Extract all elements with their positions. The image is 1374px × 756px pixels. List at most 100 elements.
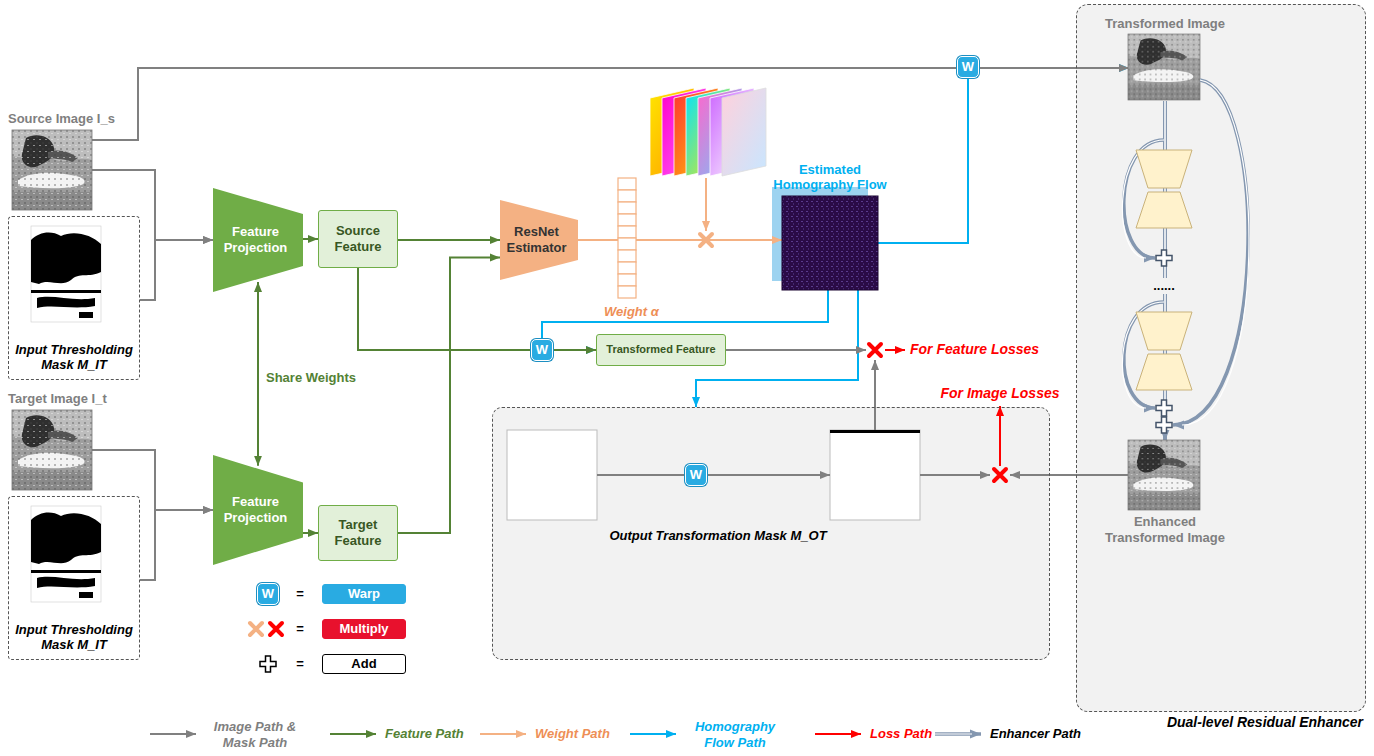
connector-line [303,532,318,534]
image-node: Transformed Image [1129,35,1201,101]
panel-ground [1076,4,1366,712]
weight-cell [618,202,636,214]
node-label: Source Feature [323,223,393,254]
label-holder: Enhanced Transformed Image [1100,514,1230,545]
legend-swatch: Multiply [322,619,406,639]
image-node: Target Image I_t [12,410,92,490]
mask-module-panel: Output Transformation Mask M_OT [492,407,1050,660]
multiply-symbol [270,623,282,635]
legend-line [815,733,861,735]
connector [92,68,1129,140]
feature-box: Target Feature [318,505,398,561]
label-text: W [536,342,548,358]
weight-cell [618,214,636,226]
weight-cell [618,286,636,298]
label-text: = [290,621,310,637]
edge-label: Share Weights [266,370,376,386]
legend-line [330,733,376,735]
add-symbol [1156,400,1172,416]
label-text: = [290,656,310,672]
projection-trapezoid: Feature Projection [213,455,303,565]
node-label: Source Image I_s [8,111,138,127]
multiply-symbol [994,469,1006,481]
mask-path-line [874,360,876,430]
projection-trapezoid: Feature Projection [213,188,303,292]
label-text: Weight α [604,304,694,320]
mask-image [31,226,101,322]
add-symbol [1156,417,1172,433]
legend-entry: Homography Flow Path [685,719,785,750]
label-text: For Image Losses [935,385,1065,402]
weight-cell [618,226,636,238]
connector-line [398,258,500,533]
weight-cell [618,262,636,274]
connector-line [140,510,213,580]
connector-line [92,68,1129,140]
label-text: = [290,586,310,602]
mask-image [31,506,101,602]
weight-cell [618,178,636,190]
legend-text: Feature Path [385,726,485,742]
node-label: Feature Projection [217,494,294,525]
equals-sign: = [290,656,310,672]
multiply-symbol [250,623,262,635]
multiply-symbol [869,344,881,356]
legend-line [480,733,526,735]
connector-line [92,170,213,240]
weight-cell [618,250,636,262]
label-text: W [962,59,974,75]
weight-arrow [705,178,707,231]
decoder-block [1136,192,1192,228]
connector [258,282,259,466]
connector-line [140,240,213,300]
label-text: ...... [1151,278,1177,294]
legend-line [935,732,981,736]
image-path-line [1010,474,1128,476]
connector [303,239,318,240]
legend-text: Loss Path [870,726,950,742]
connector [398,240,500,241]
node-label: Output Transformation Mask M_OT [553,528,883,544]
add-symbol [1156,250,1172,266]
weight-cell [618,238,636,250]
edge-label-holder: Share Weights [266,370,376,386]
connector-line [92,450,213,510]
legend-text: Weight Path [535,726,630,742]
encoder-block [1136,150,1192,188]
connector [92,170,213,240]
trapezoid-fill [213,455,303,565]
node-label: Enhanced Transformed Image [1100,514,1230,545]
weight-vector [618,178,636,298]
enhancer-skips [1122,80,1249,425]
label-holder: Source Image I_s [8,111,138,127]
enhanced-photo [1128,440,1200,510]
ellipsis: ...... [1144,276,1184,294]
connector [578,240,782,241]
label-holder: Input Thresholding Mask M_IT [9,342,139,373]
node-label: Estimated Homography Flow [770,162,890,193]
label-holder: Input Thresholding Mask M_IT [9,622,139,653]
connector [878,68,1129,243]
mask-square [507,430,597,520]
label-holder: Transformed Image [1095,16,1235,32]
legend-text: Add [351,656,376,672]
connector [303,533,318,534]
loss-label: For Feature Losses [910,341,1060,358]
weight-cell [618,190,636,202]
node-label: Input Thresholding Mask M_IT [13,342,135,373]
node-label: Target Image I_t [8,391,138,407]
loss-path-line [885,349,905,351]
connector-line [878,68,1129,243]
label-text: W [690,467,702,483]
feature-box: Transformed Feature [596,334,726,366]
source-photo [12,130,92,210]
decoder-block [1136,354,1192,390]
mask-panel: Input Thresholding Mask M_IT [8,216,140,380]
warp-icon: W [531,339,553,361]
connector [140,510,213,580]
mask-edge [830,430,920,433]
panel-ground [492,407,1050,660]
legend-text: Homography Flow Path [685,719,785,750]
connector-line [398,239,500,241]
